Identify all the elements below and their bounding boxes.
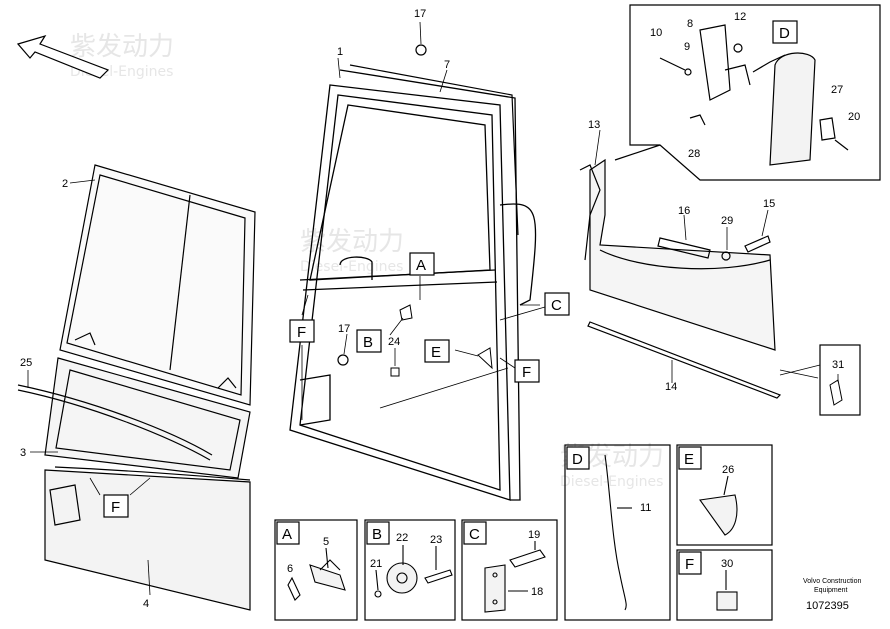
view-box-d (772, 20, 798, 44)
view-box-b (356, 329, 382, 353)
direction-arrow-icon (16, 34, 110, 79)
callout-27: 27 (831, 84, 843, 96)
detail-tab-d (566, 446, 590, 470)
detail-box-c (461, 519, 558, 621)
callout-29: 29 (721, 215, 733, 227)
callout-21: 21 (370, 558, 382, 570)
callout-numbers: 1 2 3 4 5 6 7 8 9 10 11 12 13 14 15 16 1… (20, 8, 860, 610)
callout-25: 25 (20, 357, 32, 369)
door-seal (349, 64, 519, 236)
view-box-f1 (289, 319, 315, 343)
detail-letter-d: D (572, 451, 583, 468)
callout-15: 15 (763, 198, 775, 210)
detail-box-d (564, 444, 671, 621)
view-letter-c: C (551, 297, 562, 314)
callout-1: 1 (337, 46, 343, 58)
footer-line2: Equipment (814, 587, 848, 594)
detail-box-b (364, 519, 456, 621)
view-letter-b: B (363, 334, 373, 351)
callout-17: 17 (414, 8, 426, 20)
detail-letter-c: C (469, 526, 480, 543)
watermark-brand: 紫发动力 (300, 227, 404, 257)
detail-letter-a: A (282, 526, 292, 543)
detail-letter-e: E (684, 451, 694, 468)
callout-20: 20 (848, 111, 860, 123)
lock-detail-panel (614, 4, 881, 181)
callout-4: 4 (143, 598, 149, 610)
view-letter-f: F (297, 324, 306, 341)
detail-tab-a (276, 521, 300, 545)
door-frame (289, 69, 537, 501)
callout-31: 31 (832, 359, 844, 371)
footer: Volvo Construction Equipment 1072395 (803, 578, 861, 612)
callout-14: 14 (665, 381, 677, 393)
detail-tab-c (463, 521, 487, 545)
callout-12: 12 (734, 11, 746, 23)
nut-icon (415, 44, 427, 56)
watermark-sub: Diesel-Engines (560, 474, 663, 490)
callout-9: 9 (684, 41, 690, 53)
latch-icon (399, 304, 413, 321)
view-box-c (544, 292, 570, 316)
detail-tab-e (678, 446, 702, 470)
bolt-icon (829, 379, 843, 406)
striker-icon (477, 347, 493, 370)
nut-icon (337, 354, 349, 366)
callout-11: 11 (640, 502, 651, 514)
frame-panel (17, 357, 251, 479)
callout-13: 13 (588, 119, 600, 131)
watermark-brand: 紫发动力 (70, 32, 174, 62)
lower-panel (44, 466, 251, 611)
callout-19: 19 (528, 529, 540, 541)
leader-lines (27, 21, 839, 596)
detail-box-f (676, 549, 773, 621)
watermark-sub: Diesel-Engines (300, 259, 403, 275)
detail-boxes (274, 444, 773, 621)
view-box-a (409, 252, 435, 276)
view-letter-d: D (779, 25, 790, 42)
callout-18: 18 (531, 586, 543, 598)
footer-company: Volvo Construction (803, 578, 861, 585)
callout-5: 5 (323, 536, 329, 548)
callout-8: 8 (687, 18, 693, 30)
detail-box-a (274, 519, 358, 621)
glass-panel (59, 164, 256, 406)
callout-23: 23 (430, 534, 442, 546)
detail-tab-b (366, 521, 390, 545)
view-letter-f: F (111, 499, 120, 516)
callout-17b: 17 (338, 323, 350, 335)
footer-drawing-number: 1072395 (806, 600, 849, 612)
detail-box-e (676, 444, 773, 546)
callout-2: 2 (62, 178, 68, 190)
rod-and-bolt (657, 235, 771, 261)
rear-cover (579, 158, 782, 399)
view-letter-f: F (522, 364, 531, 381)
callout-10: 10 (650, 27, 662, 39)
detail-letter-f: F (685, 556, 694, 573)
detail-tab-f (678, 551, 702, 575)
callout-3: 3 (20, 447, 26, 459)
view-box-e (424, 339, 450, 363)
callout-6: 6 (287, 563, 293, 575)
callout-28: 28 (688, 148, 700, 160)
callout-24: 24 (388, 336, 400, 348)
callout-22: 22 (396, 532, 408, 544)
callout-16: 16 (678, 205, 690, 217)
callout-7: 7 (444, 59, 450, 71)
detail-contents (287, 454, 738, 613)
callout-31-box (819, 344, 861, 416)
detail-letter-b: B (372, 526, 382, 543)
view-letters: A B C D E F F F (111, 25, 790, 516)
callout-30: 30 (721, 558, 733, 570)
view-letter-e: E (431, 344, 441, 361)
callout-26: 26 (722, 464, 734, 476)
view-letter-boxes (103, 20, 861, 518)
view-box-f3 (103, 494, 129, 518)
view-letter-a: A (416, 257, 426, 274)
view-box-f2 (514, 359, 540, 383)
detail-letters: A B C D E F (282, 451, 694, 573)
clip-icon (390, 367, 400, 377)
